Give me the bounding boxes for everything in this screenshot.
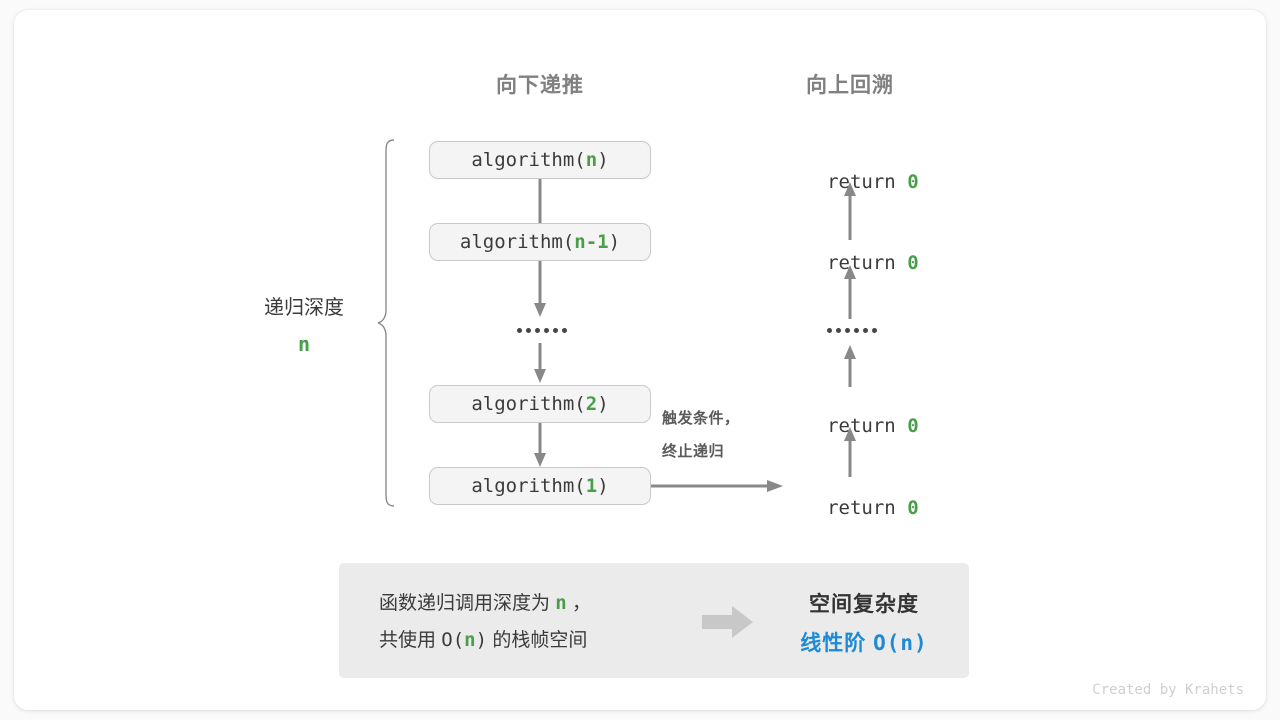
down-arrow-3 <box>532 423 548 469</box>
summary-line2-n: n <box>464 629 476 651</box>
call-box-0-arg: n <box>585 149 598 171</box>
call-box-3-arg: 1 <box>585 475 598 497</box>
column-header-return-up: 向上回溯 <box>806 74 894 97</box>
call-box-0-prefix: algorithm( <box>471 149 586 171</box>
call-box-1-prefix: algorithm( <box>459 231 575 253</box>
diagram-card: 向下递推 向上回溯 algorithm(n) algorithm(n-1) al… <box>14 10 1266 710</box>
base-case-arrow <box>651 478 785 499</box>
recursion-depth-label: 递归深度 n <box>214 290 394 362</box>
return-label-0: return 0 <box>760 149 940 215</box>
return-0-keyword: return <box>827 171 908 193</box>
summary-line2-suffix: 的栈帧空间 <box>487 630 588 651</box>
return-2-value: 0 <box>907 415 919 437</box>
termination-note-line1: 触发条件， <box>662 410 740 427</box>
summary-line1-suffix: ， <box>566 593 592 614</box>
up-arrow-2 <box>842 345 858 387</box>
up-arrow-3 <box>842 427 858 477</box>
call-box-3: algorithm(1) <box>429 467 651 505</box>
return-label-3: return 0 <box>760 475 940 541</box>
summary-line2-bigo: O( <box>441 629 465 651</box>
recursion-depth-text: 递归深度 <box>264 297 344 319</box>
summary-description-line2: 共使用 O(n) 的栈帧空间 <box>379 622 591 659</box>
return-3-keyword: return <box>827 497 908 519</box>
call-box-1: algorithm(n-1) <box>429 223 651 261</box>
call-box-2-suffix: ) <box>597 393 609 415</box>
summary-block-arrow <box>702 605 754 644</box>
summary-result-expr: O(n) <box>873 631 928 655</box>
ellipsis-left <box>517 328 567 333</box>
return-2-keyword: return <box>827 415 908 437</box>
summary-line2-prefix: 共使用 <box>379 630 442 651</box>
summary-description-line1: 函数递归调用深度为 n ， <box>379 585 591 622</box>
call-box-3-suffix: ) <box>597 475 609 497</box>
summary-line1-prefix: 函数递归调用深度为 <box>379 593 556 614</box>
return-label-2: return 0 <box>760 393 940 459</box>
summary-description: 函数递归调用深度为 n ， 共使用 O(n) 的栈帧空间 <box>379 585 591 659</box>
return-3-value: 0 <box>907 497 919 519</box>
call-box-1-suffix: ) <box>608 231 621 253</box>
summary-result-value: 线性阶 O(n) <box>769 624 959 663</box>
call-box-0-suffix: ) <box>597 149 609 171</box>
call-box-1-arg: n-1 <box>574 231 609 253</box>
call-box-2-prefix: algorithm( <box>471 393 586 415</box>
summary-result: 空间复杂度 线性阶 O(n) <box>769 585 959 663</box>
up-arrow-0 <box>842 182 858 240</box>
up-arrow-1 <box>842 265 858 319</box>
return-0-value: 0 <box>907 171 919 193</box>
return-1-keyword: return <box>827 252 908 274</box>
call-box-2: algorithm(2) <box>429 385 651 423</box>
ellipsis-right <box>827 328 877 333</box>
summary-result-title: 空间复杂度 <box>809 593 919 616</box>
down-arrow-1 <box>532 261 548 319</box>
call-box-3-prefix: algorithm( <box>471 475 586 497</box>
call-box-2-arg: 2 <box>585 393 598 415</box>
call-box-0: algorithm(n) <box>429 141 651 179</box>
recursion-depth-brace <box>376 138 398 513</box>
return-label-1: return 0 <box>760 230 940 296</box>
return-1-value: 0 <box>907 252 919 274</box>
credit-text: Created by Krahets <box>1092 682 1244 698</box>
column-header-recurse-down: 向下递推 <box>496 74 584 97</box>
summary-line2-paren: ) <box>475 629 488 651</box>
recursion-depth-value: n <box>297 332 311 356</box>
summary-panel: 函数递归调用深度为 n ， 共使用 O(n) 的栈帧空间 空间复杂度 线性阶 O… <box>339 563 969 678</box>
summary-line1-n: n <box>555 592 567 614</box>
termination-note: 触发条件， 终止递归 <box>662 402 740 468</box>
down-arrow-2 <box>532 343 548 385</box>
summary-result-order: 线性阶 <box>800 632 874 655</box>
termination-note-line2: 终止递归 <box>662 443 725 460</box>
